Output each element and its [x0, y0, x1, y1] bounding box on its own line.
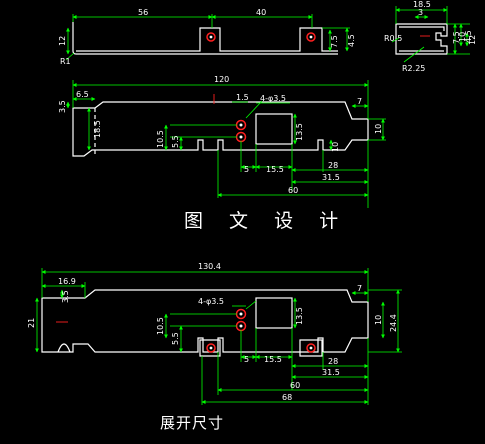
dim-top-12: 12 — [58, 36, 67, 46]
dim-side-4-5: 4.5 — [464, 30, 473, 43]
dim-unf-10: 10 — [374, 315, 383, 325]
top-view-outline — [72, 22, 338, 55]
dim-front-28: 28 — [328, 161, 338, 170]
dim-side-r0-5: R0.5 — [384, 34, 402, 43]
front-view: 120 6.5 3.5 18.5 1.5 4-φ3.5 10.5 5.5 13.… — [58, 75, 386, 208]
dim-unf-68: 68 — [282, 393, 292, 402]
dim-top-56: 56 — [138, 8, 148, 17]
dim-front-31-5: 31.5 — [322, 173, 340, 182]
dim-side-12: 12 — [468, 35, 477, 45]
dim-front-5-5: 5.5 — [171, 135, 180, 148]
unfolded-view-holes — [56, 308, 316, 353]
dim-unf-7: 7 — [357, 284, 362, 293]
dim-top-r1: R1 — [60, 57, 71, 66]
dim-front-10-5: 10.5 — [156, 130, 165, 148]
dim-unf-13-5: 13.5 — [295, 307, 304, 325]
dim-unf-31-5: 31.5 — [322, 368, 340, 377]
unfolded-view-dims — [35, 268, 402, 405]
front-view-outline — [72, 101, 369, 157]
unfolded-view-outline — [41, 289, 369, 357]
unfolded-size-title: 展开尺寸 — [160, 414, 225, 432]
dim-front-1-5: 1.5 — [236, 93, 249, 102]
top-hole-2 — [306, 32, 316, 42]
design-view-title: 图 文 设 计 — [184, 210, 349, 232]
side-view-dims — [391, 6, 470, 63]
dim-unf-28: 28 — [328, 357, 338, 366]
dim-unf-130-4: 130.4 — [198, 262, 221, 271]
unfolded-hole-4 — [306, 343, 316, 353]
dim-front-120: 120 — [214, 75, 229, 84]
dim-front-13-5: 13.5 — [295, 123, 304, 141]
dim-unf-60: 60 — [290, 381, 300, 390]
side-view: 18.5 3 R0.5 R2.25 4.5 7.5 10 12 — [384, 0, 477, 73]
dim-side-r2-25: R2.25 — [402, 64, 425, 73]
dim-unf-4x3-5: 4-φ3.5 — [198, 297, 224, 306]
top-view-holes — [206, 32, 316, 42]
dim-unf-21: 21 — [27, 318, 36, 328]
dim-top-40: 40 — [256, 8, 266, 17]
dim-unf-16-9: 16.9 — [58, 277, 76, 286]
dim-front-4x3-5: 4-φ3.5 — [260, 94, 286, 103]
front-view-dims — [66, 80, 386, 208]
dim-side-18-5: 18.5 — [413, 0, 431, 9]
top-view-dims — [65, 14, 350, 61]
dim-front-7: 7 — [357, 97, 362, 106]
dim-unf-5: 5 — [244, 355, 249, 364]
top-hole-1 — [206, 32, 216, 42]
dim-top-4-5: 4.5 — [347, 34, 356, 47]
dim-unf-5-5: 5.5 — [171, 332, 180, 345]
dim-side-3: 3 — [418, 8, 423, 17]
side-view-outline — [395, 23, 448, 55]
front-window — [255, 113, 293, 145]
dim-unf-3-5: 3.5 — [61, 290, 70, 303]
dim-unf-24-4: 24.4 — [389, 314, 398, 332]
dim-front-15-5: 15.5 — [266, 165, 284, 174]
unfolded-window — [255, 297, 293, 329]
unfolded-hole-3 — [206, 343, 216, 353]
dim-side-10: 10 — [458, 32, 467, 42]
dim-front-5: 5 — [244, 165, 249, 174]
dim-front-60: 60 — [288, 186, 298, 195]
dim-front-3-5: 3.5 — [58, 100, 67, 113]
dim-front-6-5: 6.5 — [76, 90, 89, 99]
top-view: 56 40 12 R1 7.5 4.5 — [58, 8, 356, 66]
dim-front-18-5: 18.5 — [93, 120, 102, 138]
dim-front-slot-10: 10 — [331, 142, 340, 152]
dim-front-end-10: 10 — [374, 124, 383, 134]
unfolded-view: 130.4 16.9 21 3.5 4-φ3.5 10.5 5.5 13.5 7… — [27, 262, 402, 405]
dim-unf-10-5: 10.5 — [156, 317, 165, 335]
dim-side-7-5: 7.5 — [452, 31, 461, 44]
dim-unf-15-5: 15.5 — [264, 355, 282, 364]
dim-top-7-5: 7.5 — [330, 35, 339, 48]
